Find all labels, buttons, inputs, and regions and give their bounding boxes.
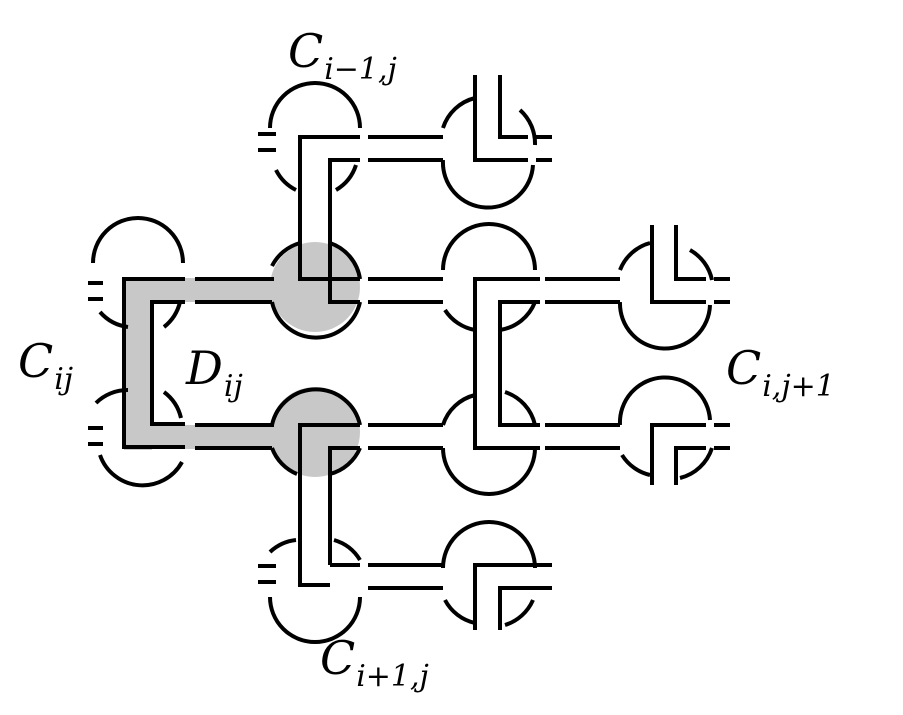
arc bbox=[617, 375, 712, 426]
strand bbox=[498, 586, 540, 630]
arc bbox=[441, 520, 537, 569]
strand bbox=[298, 423, 360, 560]
label-c-next-row-sub: i+1,j bbox=[356, 659, 429, 694]
strand bbox=[473, 563, 540, 630]
label-c-next-col-main: C bbox=[726, 341, 762, 395]
strand bbox=[328, 158, 360, 258]
arc bbox=[98, 454, 184, 488]
strand bbox=[498, 300, 540, 400]
label-c-ij: Cij bbox=[18, 338, 73, 395]
bracket-outer bbox=[122, 277, 185, 449]
arc bbox=[618, 241, 651, 271]
arc bbox=[270, 447, 298, 476]
arc bbox=[441, 447, 537, 496]
arc bbox=[443, 598, 476, 625]
bracket-inner bbox=[150, 300, 185, 426]
column-c-i-jplus1 bbox=[617, 225, 730, 485]
arc bbox=[504, 599, 535, 627]
highlight-disk-lower bbox=[270, 387, 360, 477]
arc bbox=[162, 301, 182, 329]
highlight-disk-upper bbox=[270, 242, 360, 332]
label-c-next-col-sub: i,j+1 bbox=[762, 369, 835, 404]
column-c-ij bbox=[88, 216, 185, 488]
highlight-band-top bbox=[124, 278, 309, 302]
knot-strands bbox=[88, 75, 730, 644]
arc bbox=[274, 169, 297, 192]
strand bbox=[674, 225, 706, 281]
strand bbox=[650, 423, 706, 485]
strand bbox=[298, 258, 360, 281]
label-c-prev-row-sub: i−1,j bbox=[324, 52, 397, 87]
arc bbox=[441, 222, 537, 271]
label-c-next-col: Ci,j+1 bbox=[726, 345, 835, 402]
strand bbox=[473, 75, 528, 162]
arc bbox=[334, 164, 358, 192]
arc bbox=[440, 159, 535, 210]
column-right-middle bbox=[440, 75, 552, 630]
arc bbox=[270, 387, 362, 426]
label-d-ij: Dij bbox=[186, 345, 243, 402]
label-c-next-row: Ci+1,j bbox=[320, 635, 429, 692]
strand bbox=[498, 75, 528, 139]
arc bbox=[679, 447, 714, 480]
arc bbox=[518, 108, 538, 146]
highlight-band-left bbox=[124, 278, 152, 450]
strand bbox=[473, 277, 540, 420]
arc bbox=[270, 241, 301, 267]
label-c-ij-sub: ij bbox=[54, 362, 74, 397]
label-c-ij-main: C bbox=[18, 334, 54, 388]
arc bbox=[333, 538, 362, 562]
arc bbox=[270, 301, 362, 340]
strand bbox=[498, 400, 540, 427]
strand bbox=[674, 446, 706, 485]
strand bbox=[328, 258, 360, 304]
arc bbox=[441, 393, 476, 426]
arc bbox=[98, 310, 129, 329]
label-d-ij-main: D bbox=[186, 341, 223, 395]
arc bbox=[268, 538, 297, 554]
arc bbox=[620, 453, 651, 477]
label-d-ij-sub: ij bbox=[223, 369, 243, 404]
arc bbox=[617, 301, 712, 351]
label-c-prev-row: Ci−1,j bbox=[288, 28, 397, 85]
label-c-prev-row-main: C bbox=[288, 24, 324, 78]
strand bbox=[650, 225, 706, 304]
arc bbox=[329, 447, 362, 476]
arc bbox=[329, 241, 362, 280]
strand bbox=[298, 560, 330, 587]
strand bbox=[298, 135, 360, 258]
arc bbox=[91, 216, 185, 264]
arc bbox=[688, 248, 714, 281]
arc bbox=[268, 596, 362, 644]
arc bbox=[162, 390, 183, 419]
strand bbox=[473, 420, 540, 450]
arc bbox=[268, 81, 362, 129]
column-middle bbox=[258, 81, 362, 644]
arc bbox=[504, 390, 537, 426]
arc bbox=[441, 96, 476, 129]
label-c-next-row-main: C bbox=[320, 631, 356, 685]
strand bbox=[328, 446, 360, 565]
arc bbox=[499, 301, 537, 332]
arc bbox=[443, 308, 476, 332]
